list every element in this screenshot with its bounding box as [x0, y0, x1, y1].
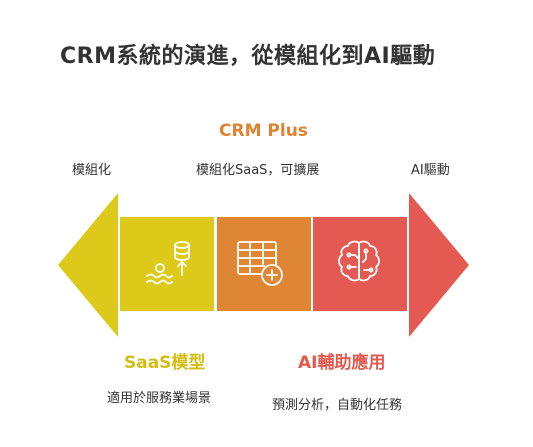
right-arrow-head — [409, 193, 469, 337]
left-arrow-head — [58, 193, 118, 337]
modular-label: 模組化 — [72, 163, 112, 178]
saas-model-heading: SaaS模型 — [124, 353, 206, 373]
crm-plus-heading: CRM Plus — [219, 121, 308, 141]
ai-driven-label: AI驅動 — [411, 163, 450, 178]
crm-plus-segment — [217, 217, 311, 311]
saas-segment — [120, 217, 214, 311]
ai-segment — [313, 217, 407, 311]
brain-circuit-icon — [338, 240, 380, 282]
diagram-title: CRM系統的演進，從模組化到AI驅動 — [60, 44, 436, 69]
ai-assisted-heading: AI輔助應用 — [298, 353, 386, 373]
ai-assisted-description: 預測分析，自動化任務 — [272, 398, 403, 413]
saas-model-description: 適用於服務業場景 — [107, 391, 212, 406]
modular-saas-label: 模組化SaaS，可擴展 — [196, 163, 320, 178]
database-upload-icon — [146, 241, 190, 285]
table-add-icon — [237, 241, 283, 286]
